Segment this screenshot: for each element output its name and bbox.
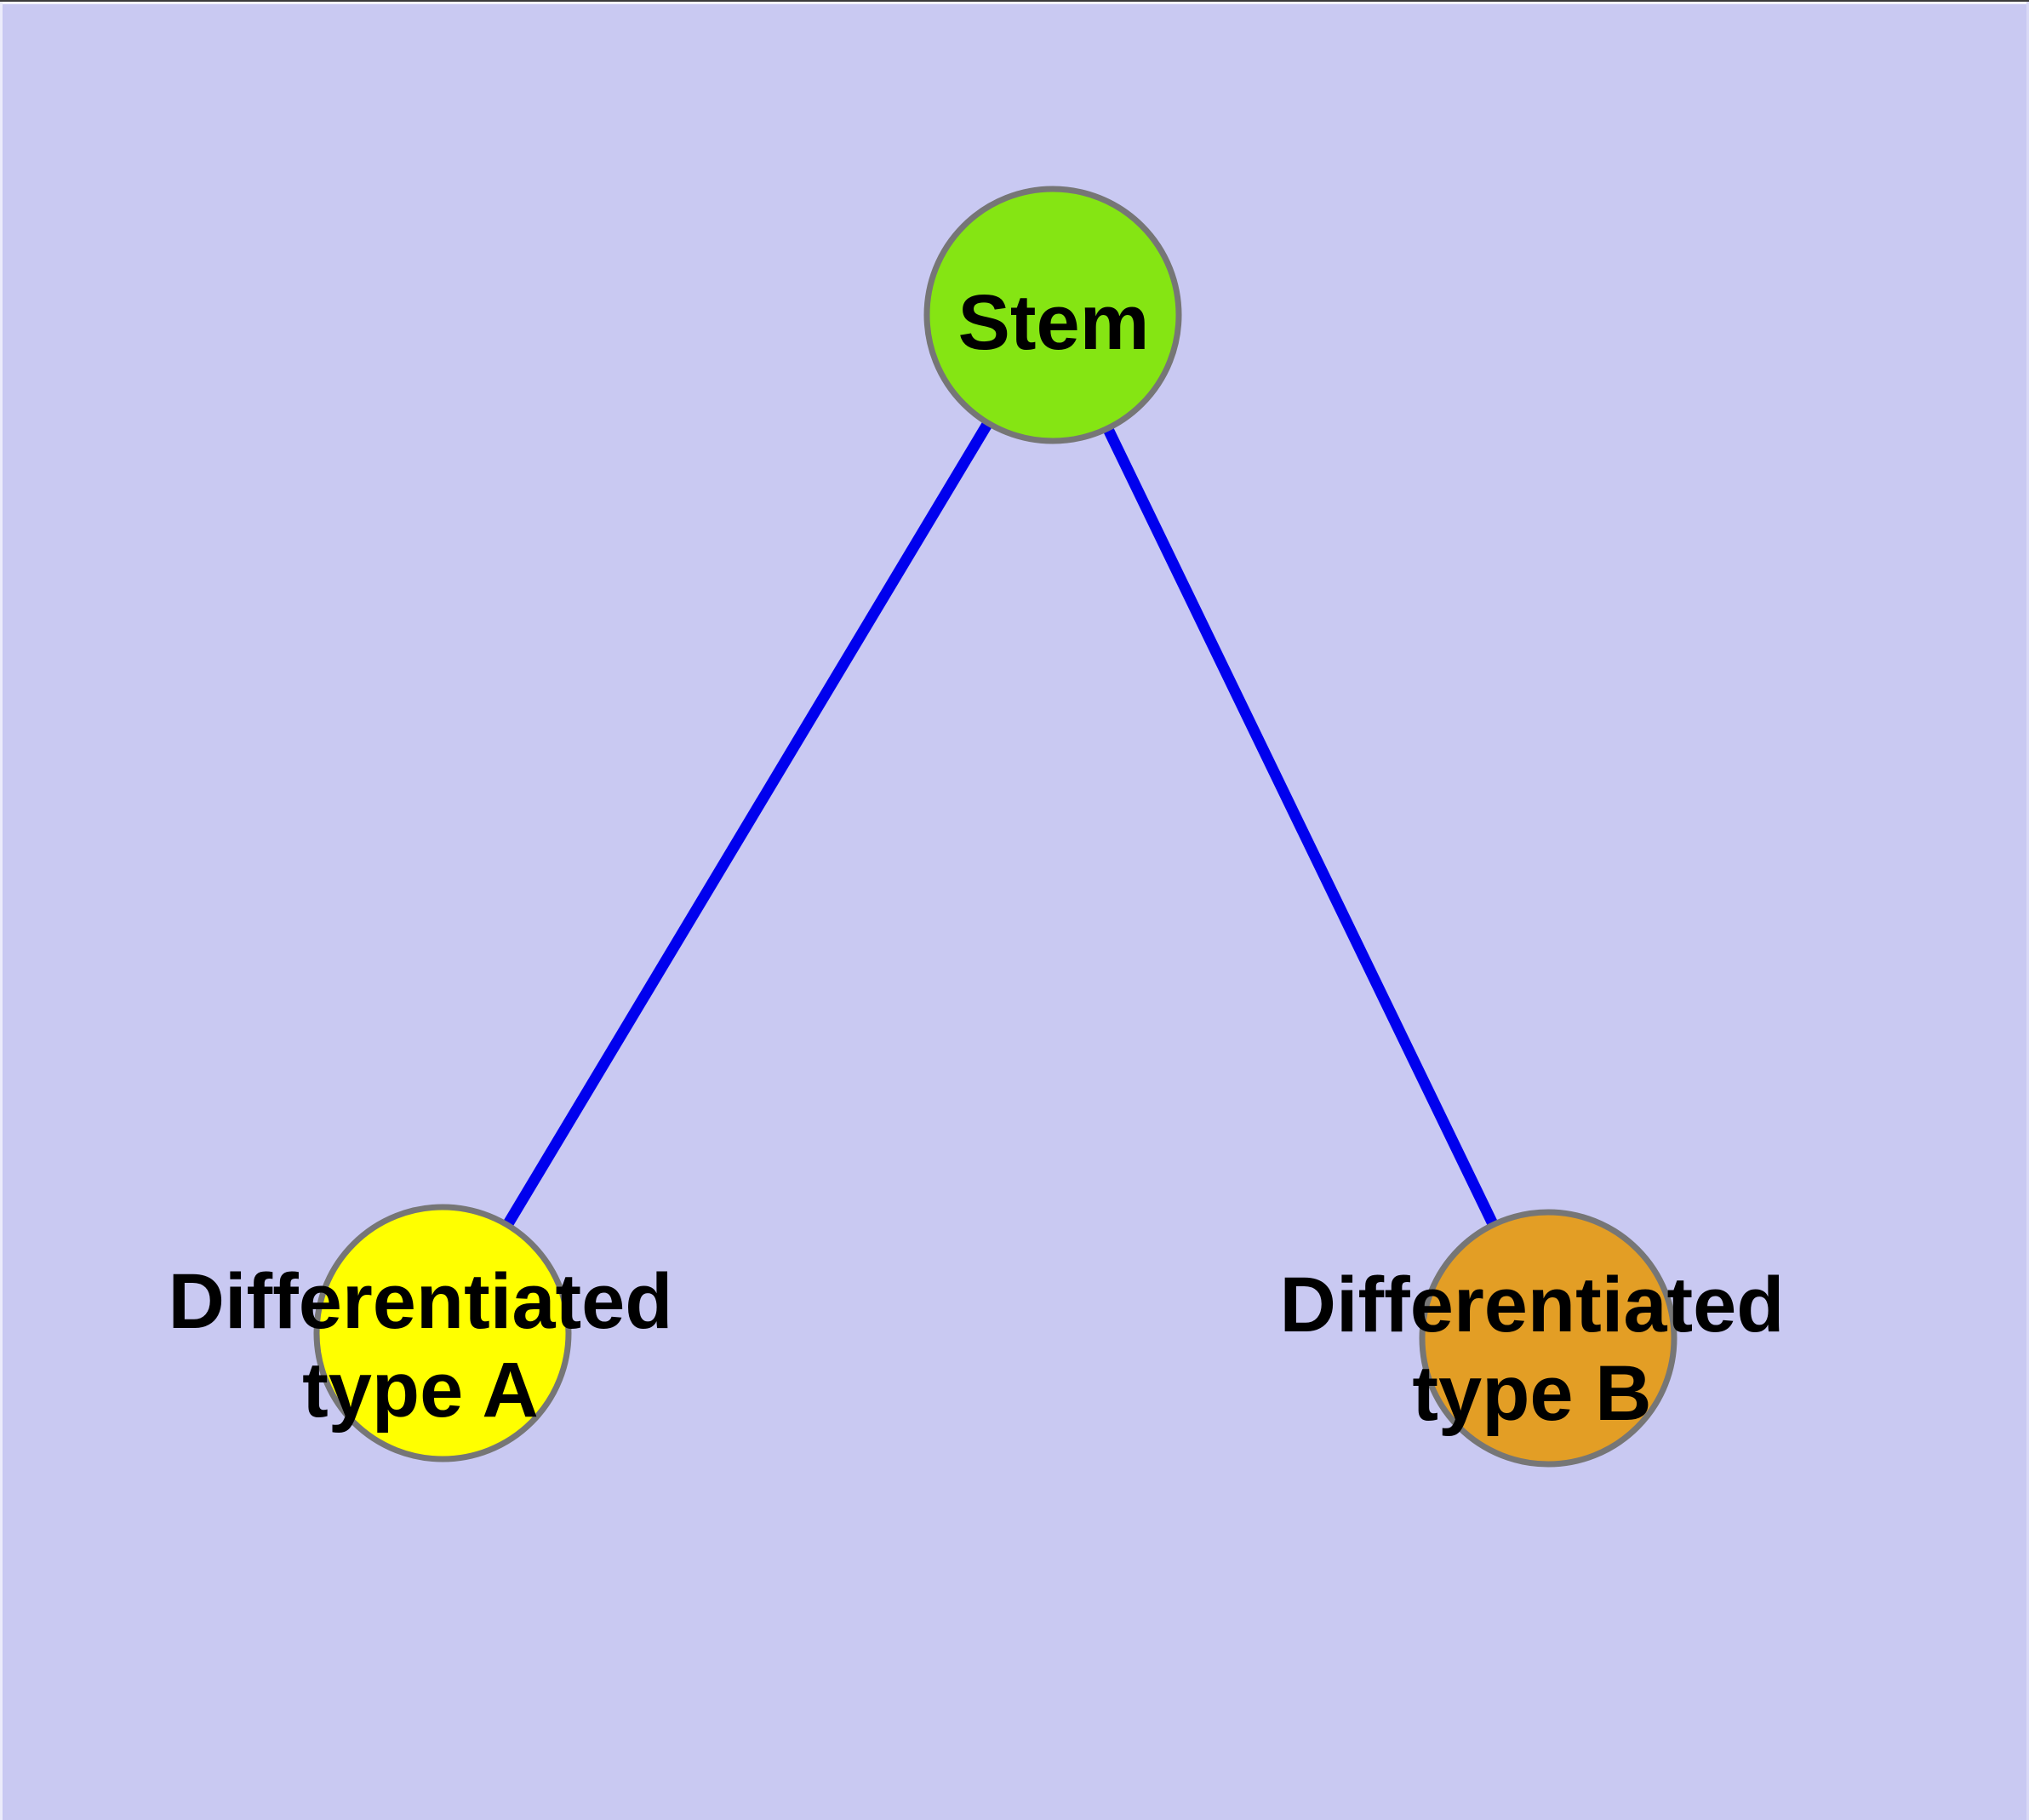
node-differentiated-type-a (313, 1204, 572, 1462)
window-frame-top-highlight (0, 2, 2029, 4)
node-stem (923, 186, 1182, 444)
window-frame-left-highlight (0, 2, 3, 1820)
window-frame-right-highlight (2026, 2, 2029, 1820)
node-differentiated-type-b (1419, 1209, 1677, 1468)
edge-stem-to-type-a (437, 312, 1058, 1336)
edge-stem-to-type-b (1048, 312, 1553, 1341)
window-frame-top-edge (0, 0, 2029, 2)
